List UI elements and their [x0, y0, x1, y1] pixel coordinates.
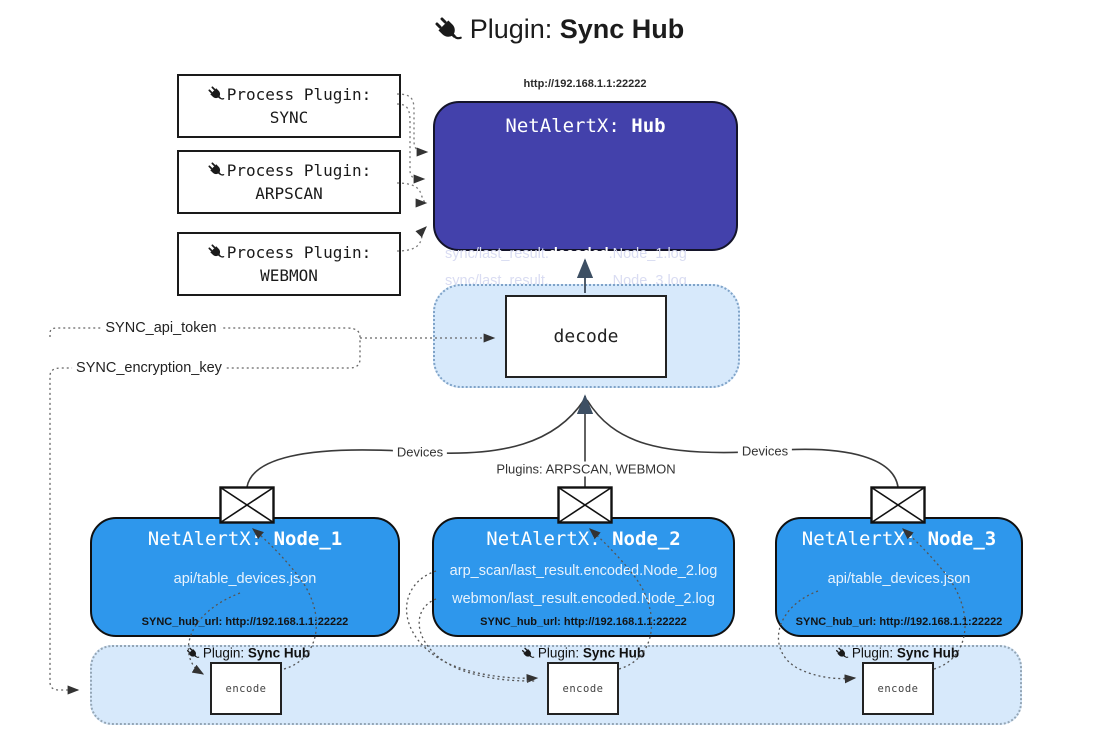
hub-box: NetAlertX: Hub sync/last_result.decoded.… [433, 101, 738, 336]
process-plugin-arpscan: Process Plugin: ARPSCAN [177, 150, 401, 214]
node-title: NetAlertX: Node_3 [801, 528, 997, 550]
sync-encryption-key-label: SYNC_encryption_key [72, 360, 226, 376]
process-plugin-label: Process Plugin: [226, 84, 372, 104]
plug-icon [206, 161, 225, 180]
plugins-edge-label: Plugins: ARPSCAN, WEBMON [492, 461, 680, 477]
devices-edge-label-left: Devices [392, 444, 448, 460]
envelope-icon [557, 486, 613, 524]
plug-icon [185, 646, 200, 660]
encode-box: encode [547, 662, 619, 715]
node-title: NetAlertX: Node_1 [147, 528, 343, 550]
node-file: arp_scan/last_result.encoded.Node_2.log [449, 563, 718, 579]
envelope-icon [219, 486, 275, 524]
encoder-label: Plugin: Sync Hub [834, 646, 959, 661]
process-plugin-name: SYNC [269, 108, 309, 127]
page-title: Plugin: Sync Hub [0, 14, 1117, 45]
process-plugin-name: ARPSCAN [255, 184, 323, 203]
process-plugin-webmon: Process Plugin: WEBMON [177, 232, 401, 296]
process-plugin-name: WEBMON [260, 266, 318, 285]
page-title-text: Plugin: Sync Hub [469, 14, 685, 44]
node-hub-url: SYNC_hub_url: http://192.168.1.1:22222 [480, 616, 687, 628]
plug-icon [206, 243, 225, 262]
plug-icon [520, 646, 535, 660]
hub-title: NetAlertX: Hub [505, 115, 666, 137]
node-file: webmon/last_result.encoded.Node_2.log [452, 591, 715, 607]
process-plugin-label: Process Plugin: [226, 160, 372, 180]
process-plugin-label: Process Plugin: [226, 242, 372, 262]
node-1-box: NetAlertX: Node_1 api/table_devices.json… [90, 517, 400, 637]
plug-icon [834, 646, 849, 660]
node-hub-url: SYNC_hub_url: http://192.168.1.1:22222 [795, 616, 1003, 628]
envelope-icon [870, 486, 926, 524]
plug-icon [206, 85, 225, 104]
node-hub-url: SYNC_hub_url: http://192.168.1.1:22222 [141, 616, 349, 628]
sync-api-token-label: SYNC_api_token [101, 320, 221, 336]
node-file: api/table_devices.json [827, 571, 971, 587]
node-3-box: NetAlertX: Node_3 api/table_devices.json… [775, 517, 1023, 637]
hub-url-label: http://192.168.1.1:22222 [523, 78, 647, 90]
node-file: api/table_devices.json [173, 571, 317, 587]
devices-edge-label-right: Devices [737, 443, 793, 459]
hub-log-line: sync/last_result.decoded.Node_1.log [445, 246, 687, 262]
process-plugin-sync: Process Plugin: SYNC [177, 74, 401, 138]
node-title: NetAlertX: Node_2 [486, 528, 681, 550]
plug-icon [432, 14, 463, 45]
encoder-label: Plugin: Sync Hub [520, 646, 645, 661]
decode-box: decode [505, 295, 667, 378]
encoder-label: Plugin: Sync Hub [185, 646, 310, 661]
node-2-box: NetAlertX: Node_2 arp_scan/last_result.e… [432, 517, 735, 637]
encode-box: encode [862, 662, 934, 715]
encode-box: encode [210, 662, 282, 715]
decode-label: decode [553, 326, 619, 347]
